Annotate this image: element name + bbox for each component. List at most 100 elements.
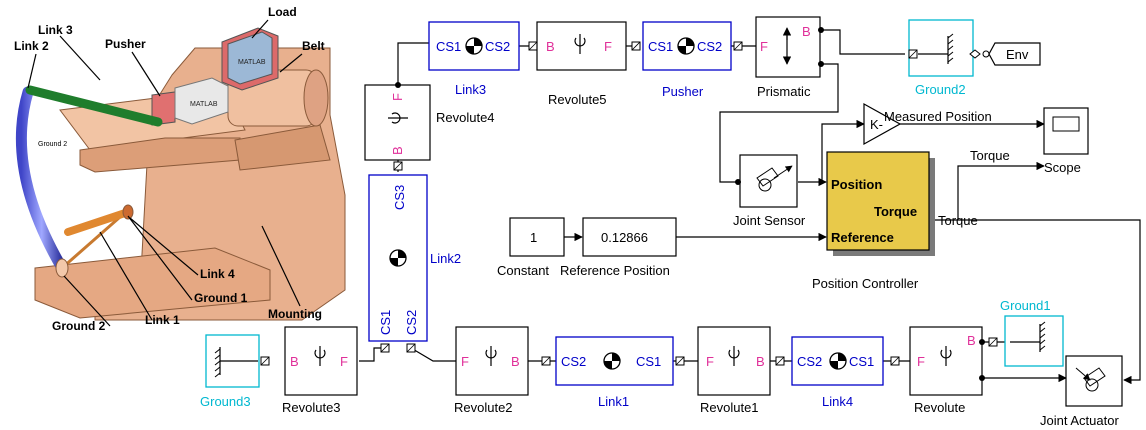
signal-torque-top: Torque — [970, 148, 1010, 163]
revolute5-port-f: F — [604, 39, 612, 54]
revolute2-port-b: B — [511, 354, 520, 369]
pusher-port-b: CS2 — [697, 39, 722, 54]
label-pusher: Pusher — [105, 37, 146, 51]
joint-actuator-caption: Joint Actuator — [1040, 413, 1119, 428]
block-revolute5[interactable]: B F Revolute5 — [536, 21, 641, 107]
block-ground3[interactable]: Ground3 — [200, 334, 270, 409]
prismatic-port-b: B — [802, 24, 811, 39]
block-link1[interactable]: CS2 CS1 Link1 — [555, 336, 685, 409]
env-label: Env — [1006, 47, 1029, 62]
block-ground1[interactable]: Ground1 — [1000, 298, 1064, 367]
block-constant[interactable]: 1 Constant — [497, 217, 565, 278]
revolute4-caption: Revolute4 — [436, 110, 495, 125]
revolute1-caption: Revolute1 — [700, 400, 759, 415]
pc-out-torque: Torque — [874, 204, 917, 219]
label-ground2-small: Ground 2 — [38, 141, 67, 148]
block-ground2[interactable]: Ground2 — [908, 19, 974, 97]
block-reference-position[interactable]: 0.12866 Reference Position — [560, 217, 677, 278]
revolute3-port-f: F — [340, 354, 348, 369]
link2-rod — [15, 86, 68, 274]
revolute5-caption: Revolute5 — [548, 92, 607, 107]
revolute-caption: Revolute — [914, 400, 965, 415]
leader-lines — [27, 19, 303, 327]
pc-in-reference: Reference — [831, 230, 894, 245]
label-load: Load — [268, 5, 297, 19]
block-revolute4[interactable]: F B Revolute4 — [364, 82, 495, 171]
link4-port-a: CS2 — [797, 354, 822, 369]
link3-port-b: CS2 — [485, 39, 510, 54]
ground1-caption: Ground1 — [1000, 298, 1051, 313]
reference-position-caption: Reference Position — [560, 263, 670, 278]
block-link3[interactable]: CS1 CS2 Link3 — [428, 21, 538, 97]
ground1-pivot — [122, 204, 134, 220]
label-belt: Belt — [302, 39, 325, 53]
load-box: MATLAB — [221, 27, 279, 91]
link3-caption: Link3 — [455, 82, 486, 97]
label-link4: Link 4 — [200, 267, 235, 281]
link4-caption: Link4 — [822, 394, 853, 409]
link4-port-b: CS1 — [849, 354, 874, 369]
block-pusher[interactable]: CS1 CS2 Pusher — [642, 21, 743, 99]
link1-port-b: CS1 — [636, 354, 661, 369]
link1-port-a: CS2 — [561, 354, 586, 369]
block-position-controller[interactable]: Position Reference Torque Position Contr… — [812, 151, 935, 291]
revolute2-caption: Revolute2 — [454, 400, 513, 415]
mechanism-illustration: MATLAB MATLAB Link 2 Link 3 Pusher Load … — [14, 5, 346, 333]
revolute1-port-f: F — [706, 354, 714, 369]
joint-sensor-caption: Joint Sensor — [733, 213, 806, 228]
reference-position-value: 0.12866 — [601, 230, 648, 245]
revolute5-port-b: B — [546, 39, 555, 54]
pc-caption: Position Controller — [812, 276, 919, 291]
link3-port-a: CS1 — [436, 39, 461, 54]
load-box-logo: MATLAB — [238, 59, 266, 66]
ground2-caption: Ground2 — [915, 82, 966, 97]
label-ground1: Ground 1 — [194, 291, 248, 305]
link2-port-l: CS1 — [378, 310, 393, 335]
block-revolute2[interactable]: F B Revolute2 — [454, 326, 551, 415]
link1-caption: Link1 — [598, 394, 629, 409]
block-env[interactable]: Env — [969, 42, 1041, 66]
constant-caption: Constant — [497, 263, 549, 278]
signal-measured-position: Measured Position — [884, 109, 992, 124]
block-link2[interactable]: CS3 CS1 CS2 Link2 — [368, 174, 461, 353]
revolute3-caption: Revolute3 — [282, 400, 341, 415]
ground2-pivot — [55, 258, 69, 278]
link2-port-top: CS3 — [392, 185, 407, 210]
pusher-box-logo: MATLAB — [190, 101, 218, 108]
prismatic-port-f: F — [760, 39, 768, 54]
scope-caption: Scope — [1044, 160, 1081, 175]
block-revolute3[interactable]: B F Revolute3 — [282, 326, 358, 415]
block-joint-actuator[interactable]: Joint Actuator — [1040, 355, 1123, 428]
pusher-port-a: CS1 — [648, 39, 673, 54]
block-prismatic[interactable]: F B Prismatic — [755, 16, 824, 99]
revolute-port-b: B — [967, 333, 976, 348]
gain-label: K- — [870, 117, 883, 132]
block-revolute1[interactable]: F B Revolute1 — [697, 326, 785, 415]
link4-rod — [64, 208, 132, 236]
link2-caption: Link2 — [430, 251, 461, 266]
prismatic-caption: Prismatic — [757, 84, 811, 99]
constant-value: 1 — [530, 230, 537, 245]
pc-in-position: Position — [831, 177, 882, 192]
mounting-base — [34, 247, 271, 319]
pusher-box: MATLAB — [151, 77, 229, 126]
label-link2: Link 2 — [14, 39, 49, 53]
block-gain[interactable]: K- — [863, 102, 902, 146]
pusher-caption: Pusher — [662, 84, 704, 99]
ground3-caption: Ground3 — [200, 394, 251, 409]
revolute2-port-f: F — [461, 354, 469, 369]
block-scope[interactable]: Scope — [1043, 107, 1089, 175]
revolute4-port-f: F — [390, 93, 405, 101]
label-link1: Link 1 — [145, 313, 180, 327]
label-mounting: Mounting — [268, 307, 322, 321]
revolute-port-f: F — [917, 354, 925, 369]
block-joint-sensor[interactable]: Joint Sensor — [733, 154, 806, 228]
block-revolute[interactable]: F B Revolute — [909, 326, 998, 415]
revolute1-port-b: B — [756, 354, 765, 369]
belt-drum-end — [303, 69, 329, 127]
block-link4[interactable]: CS2 CS1 Link4 — [791, 336, 900, 409]
mounting-slot — [234, 124, 331, 171]
signal-torque-out: Torque — [938, 213, 978, 228]
revolute3-port-b: B — [290, 354, 299, 369]
label-ground2: Ground 2 — [52, 319, 106, 333]
